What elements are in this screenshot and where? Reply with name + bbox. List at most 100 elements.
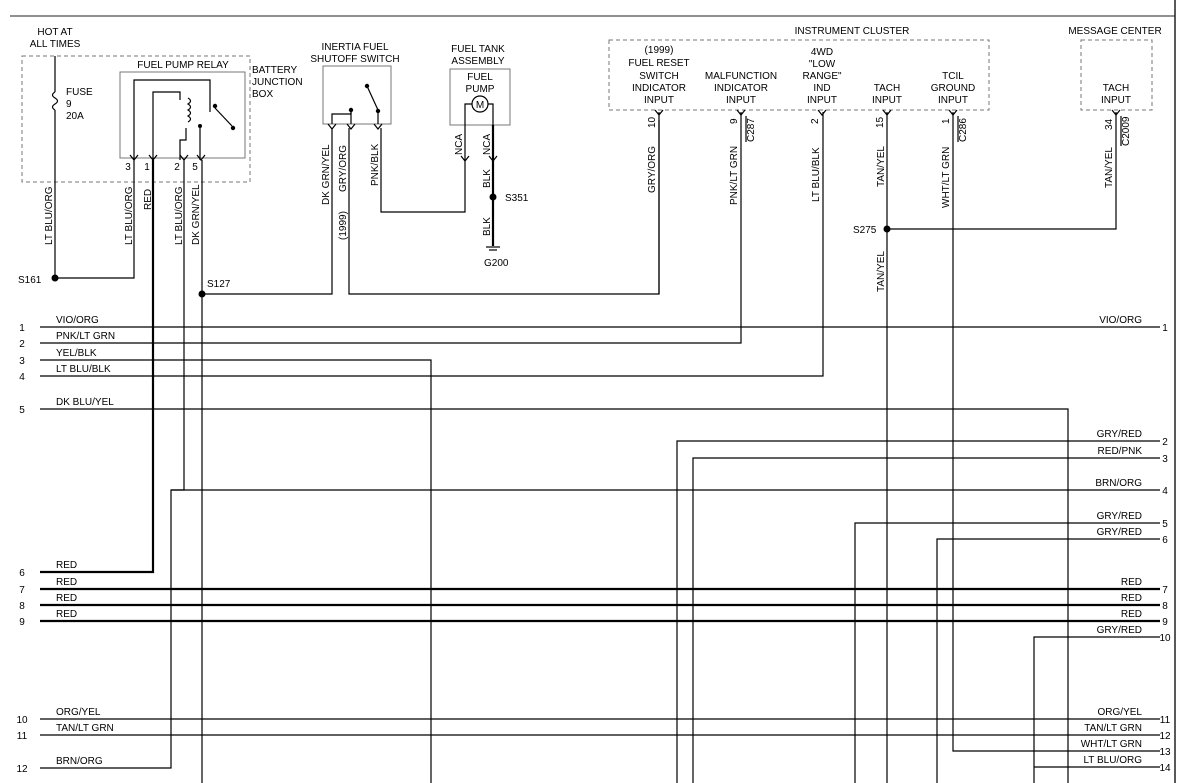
cluster-connector-labels: C287 C286 [745,116,969,142]
left-wire-number: 4 [19,372,25,383]
right-wire-number: 9 [1162,617,1168,628]
svg-text:5: 5 [192,162,198,173]
battery-junction-box-label: BATTERY JUNCTION BOX [252,65,303,100]
wire-c1-whtltgrn [952,112,1160,752]
cluster-input-low-range: 4WD "LOW RANGE" IND INPUT [802,47,842,106]
svg-text:3: 3 [125,162,131,173]
battery-junction-box-outline [21,55,251,183]
relay-pin-numbers: 3 1 2 5 [125,162,198,173]
left-wire-color: RED [56,577,77,588]
svg-text:MALFUNCTION: MALFUNCTION [705,71,777,82]
svg-text:WHT/LT GRN: WHT/LT GRN [941,147,952,208]
message-center-connector: C2009 [1121,116,1132,146]
wire-relay3 [55,160,135,279]
wire-inertia-dkgrnyel [202,128,333,295]
cluster-input-fuel-reset: (1999) FUEL RESET SWITCH INDICATOR INPUT [628,45,689,106]
wire-inertia-pnkblk [380,128,466,213]
svg-text:20A: 20A [66,111,84,122]
right-wire-color: GRY/RED [1097,625,1142,636]
right-wire-number: 8 [1162,601,1168,612]
svg-text:GRY/ORG: GRY/ORG [647,146,658,193]
wire-right-10 [1033,636,1160,783]
left-wire-color: PNK/LT GRN [56,331,115,342]
ground-g200-label: G200 [484,258,509,269]
svg-text:PNK/BLK: PNK/BLK [370,143,381,186]
left-wire-color: BRN/ORG [56,756,103,767]
relay-wire-labels: LT BLU/ORG LT BLU/ORG RED LT BLU/ORG DK … [44,184,202,245]
wire-relay2 [40,160,185,769]
svg-text:PUMP: PUMP [466,84,495,95]
inertia-switch-internals [331,83,381,124]
right-wire-number: 11 [1160,715,1171,726]
svg-text:C286: C286 [958,118,969,142]
svg-text:15: 15 [875,116,886,128]
fuel-pump-motor: M [464,95,494,125]
svg-text:RED: RED [143,189,154,210]
svg-text:1: 1 [144,162,150,173]
left-wire-color: RED [56,560,77,571]
fuel-pump-relay-label: FUEL PUMP RELAY [137,60,229,71]
svg-text:NCA: NCA [482,134,493,155]
fuse-9: FUSE 9 20A [51,56,93,122]
fuel-pump-chevrons [460,155,498,162]
right-wire-color: TAN/LT GRN [1084,723,1142,734]
inertia-switch-outline [322,65,392,125]
left-wire-color: TAN/LT GRN [56,723,114,734]
cluster-pin-numbers: 10 9 2 15 1 [647,116,952,128]
svg-text:1: 1 [941,118,952,124]
svg-text:TACH: TACH [1103,83,1129,94]
svg-text:FUSE: FUSE [66,87,93,98]
svg-text:FUEL RESET: FUEL RESET [628,58,689,69]
left-wire-number: 11 [17,731,28,742]
pump-ground-wire-labels: BLK BLK [482,169,493,236]
right-wire-number: 1 [1162,323,1168,334]
right-wire-color: GRY/RED [1097,429,1142,440]
nca-labels: NCA NCA [454,134,493,155]
fuel-pump-label: FUEL PUMP [466,72,495,95]
splice-s275-label: S275 [853,225,877,236]
left-wire-color: DK BLU/YEL [56,397,114,408]
svg-text:DK GRN/YEL: DK GRN/YEL [321,144,332,205]
wire-right-6 [936,538,1160,783]
wire-left-5 [40,408,1069,783]
svg-text:TCIL: TCIL [942,71,964,82]
svg-text:NCA: NCA [454,134,465,155]
instrument-cluster-outline [608,39,990,111]
cluster-wire-labels: GRY/ORG PNK/LT GRN LT BLU/BLK TAN/YEL WH… [647,146,952,292]
inertia-switch-label: INERTIA FUEL SHUTOFF SWITCH [310,42,399,65]
message-center-label: MESSAGE CENTER [1068,26,1161,37]
wire-right-5 [854,522,1160,783]
right-wire-number: 4 [1162,486,1168,497]
svg-text:LT BLU/ORG: LT BLU/ORG [174,186,185,245]
svg-text:ASSEMBLY: ASSEMBLY [451,56,504,67]
right-wire-color: VIO/ORG [1099,315,1142,326]
wire-right-2 [676,440,1160,783]
svg-text:"LOW: "LOW [809,59,836,70]
right-wire-number: 7 [1162,585,1168,596]
svg-text:LT BLU/ORG: LT BLU/ORG [44,186,55,245]
svg-text:HOT AT: HOT AT [37,27,72,38]
svg-text:BLK: BLK [482,217,493,236]
svg-text:INPUT: INPUT [1101,95,1131,106]
svg-text:9: 9 [729,118,740,124]
svg-text:BLK: BLK [482,169,493,188]
right-wire-color: GRY/RED [1097,527,1142,538]
left-wire-color: VIO/ORG [56,315,99,326]
svg-text:INPUT: INPUT [872,95,902,106]
svg-text:2: 2 [810,118,821,124]
left-wire-number: 10 [16,715,28,726]
splice-s161-label: S161 [18,275,42,286]
right-wire-color: RED [1121,593,1142,604]
left-wire-number: 7 [19,585,25,596]
left-wire-number: 9 [19,617,25,628]
right-wire-labels: 1VIO/ORG2GRY/RED3RED/PNK4BRN/ORG5GRY/RED… [1081,315,1171,774]
svg-text:TAN/YEL: TAN/YEL [876,146,887,187]
svg-text:(1999): (1999) [338,211,349,240]
left-wire-number: 2 [19,339,25,350]
right-wire-color: BRN/ORG [1095,478,1142,489]
left-wire-number: 3 [19,356,25,367]
instrument-cluster-label: INSTRUMENT CLUSTER [795,26,910,37]
hot-at-all-times-label: HOT AT ALL TIMES [30,27,81,50]
message-center-outline [1080,39,1153,111]
